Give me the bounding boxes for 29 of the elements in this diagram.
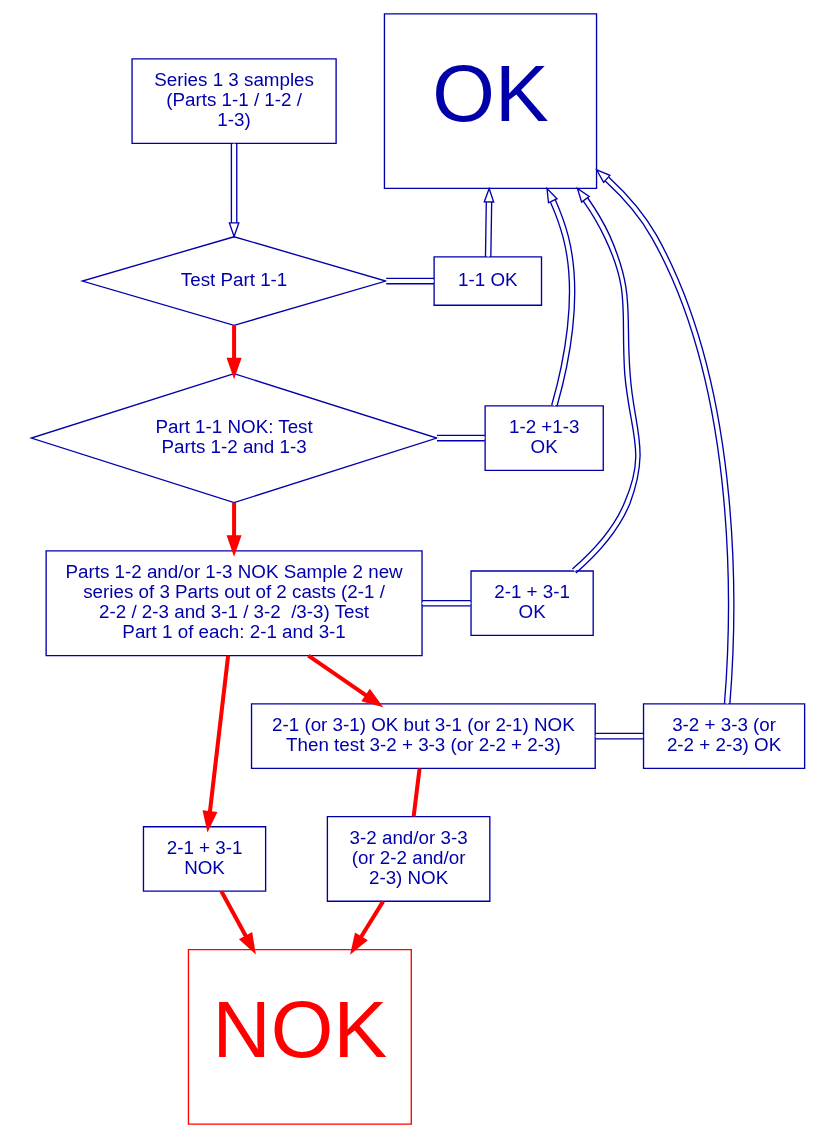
arrow — [228, 142, 240, 239]
node-box: 1-2 +1-3 OK — [484, 405, 604, 471]
arrow — [226, 502, 242, 557]
connector — [594, 732, 644, 740]
connector — [385, 277, 435, 285]
node-box: NOK — [187, 948, 412, 1125]
arrow — [546, 186, 576, 408]
node-box: Parts 1-2 and/or 1-3 NOK Sample 2 new series of 3 Parts out of 2 casts (2-1 / 2-2 / 2-3 and 3-1 / 3-2 /3-3) Test Part 1 of each: 2-1 and 3-1 — [45, 550, 423, 657]
arrow — [307, 654, 384, 708]
node-diamond: Part 1-1 NOK: Test Parts 1-2 and 1-3 — [29, 372, 439, 504]
arrow — [202, 655, 231, 833]
node-box: 3-2 + 3-3 (or 2-2 + 2-3) OK — [642, 703, 806, 770]
arrow — [483, 186, 495, 258]
node-box: 2-1 (or 3-1) OK but 3-1 (or 2-1) NOK Then test 3-2 + 3-3 (or 2-2 + 2-3) — [250, 703, 596, 770]
arrow — [350, 900, 385, 955]
connector — [436, 434, 486, 442]
node-box: 2-1 + 3-1 NOK — [142, 826, 267, 892]
arrow — [595, 168, 735, 705]
connector — [411, 768, 422, 817]
arrow — [219, 890, 256, 955]
node-box: 2-1 + 3-1 OK — [470, 570, 594, 637]
node-box: OK — [383, 13, 598, 190]
node-diamond: Test Part 1-1 — [80, 236, 389, 327]
arrow — [226, 325, 242, 380]
node-box: 3-2 and/or 3-3 (or 2-2 and/or 2-3) NOK — [326, 816, 491, 902]
node-box: Series 1 3 samples (Parts 1-1 / 1-2 / 1-3) — [131, 58, 337, 145]
connector — [421, 599, 472, 607]
arrow — [571, 186, 641, 574]
node-box: 1-1 OK — [433, 256, 543, 306]
